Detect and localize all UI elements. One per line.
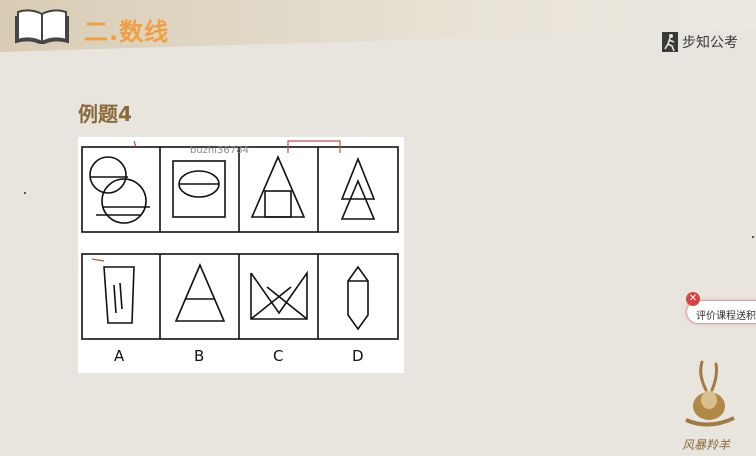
puzzle-figure [78, 137, 404, 373]
rate-course-label: 评价课程送积分 [696, 311, 756, 322]
q1-circle-bottom [101, 178, 147, 224]
option-label-b: B [194, 347, 205, 365]
mascot-label: 风暴羚羊 [682, 438, 731, 452]
optB-triangle [174, 262, 226, 322]
brand: 步知公考 [662, 32, 738, 52]
q3-triangle [250, 154, 306, 218]
puzzle-drawing [81, 140, 399, 340]
q4-triangle-bottom [340, 178, 376, 220]
antelope-logo-icon [685, 360, 735, 427]
option-label-d: D [352, 347, 364, 365]
q4-triangle-top [340, 156, 376, 200]
header-bar: 二.数线 步知公考 [0, 0, 756, 56]
brand-name: 步知公考 [682, 35, 738, 51]
option-label-a: A [114, 347, 125, 365]
close-icon[interactable]: ✕ [686, 292, 700, 306]
optD-hexagon [347, 265, 369, 331]
question-row-frame [81, 146, 399, 233]
optC-shape [250, 270, 308, 320]
watermark: buzhi36784 [190, 145, 249, 156]
option-label-c: C [273, 347, 284, 365]
section-title: 二.数线 [84, 18, 170, 46]
rate-course-widget[interactable]: 评价课程送积分 ✕ [678, 292, 756, 328]
example-title: 例题4 [78, 102, 132, 126]
stray-dot [24, 192, 26, 194]
q1-circle-top [89, 156, 127, 194]
optA-trapezoid [103, 266, 135, 324]
q3-square [264, 190, 292, 218]
open-book-icon [15, 9, 69, 44]
header-background [0, 0, 756, 52]
runner-logo-icon [662, 32, 678, 52]
options-row-frame [81, 253, 399, 340]
stray-dot [752, 236, 754, 238]
q2-square [172, 160, 226, 218]
